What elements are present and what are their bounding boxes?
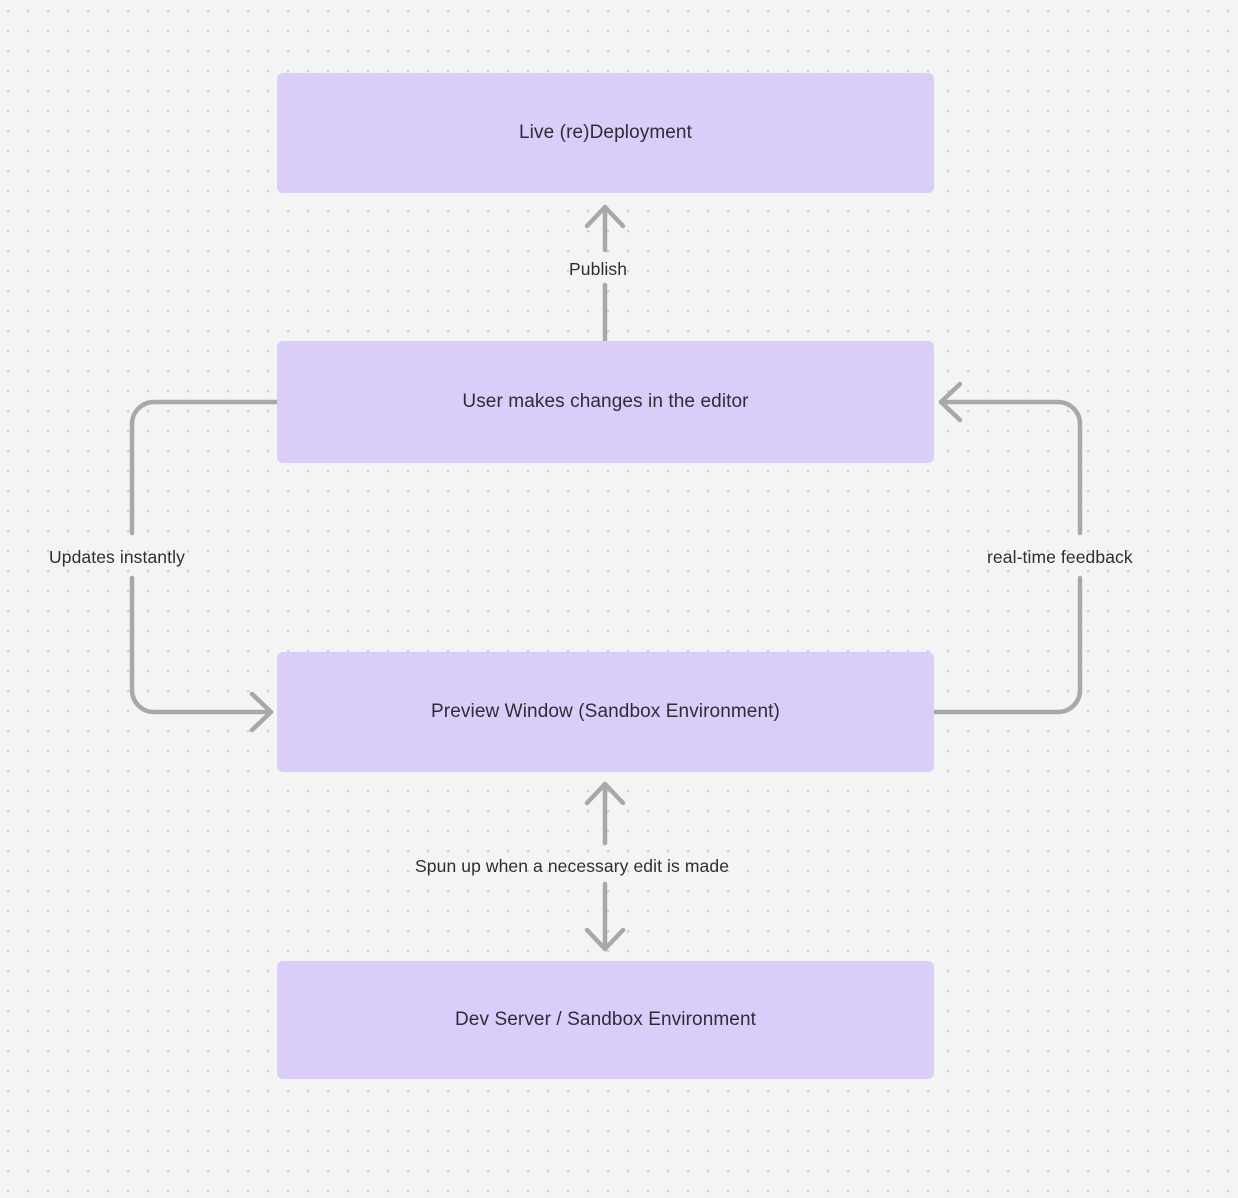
- node-dev-server-label: Dev Server / Sandbox Environment: [454, 1008, 756, 1030]
- edge-label-spun-up: Spun up when a necessary edit is made: [415, 856, 730, 876]
- node-live-deployment-label: Live (re)Deployment: [519, 121, 692, 143]
- edge-label-realtime-feedback: real-time feedback: [987, 547, 1133, 567]
- node-preview-window[interactable]: Preview Window (Sandbox Environment): [277, 652, 934, 772]
- edge-label-publish: Publish: [569, 259, 628, 279]
- node-live-deployment[interactable]: Live (re)Deployment: [277, 73, 934, 193]
- node-user-editor-label: User makes changes in the editor: [462, 390, 749, 412]
- node-user-editor[interactable]: User makes changes in the editor: [277, 341, 934, 463]
- node-dev-server[interactable]: Dev Server / Sandbox Environment: [277, 961, 934, 1079]
- node-preview-window-label: Preview Window (Sandbox Environment): [431, 700, 780, 722]
- edge-label-updates-instantly: Updates instantly: [49, 547, 185, 567]
